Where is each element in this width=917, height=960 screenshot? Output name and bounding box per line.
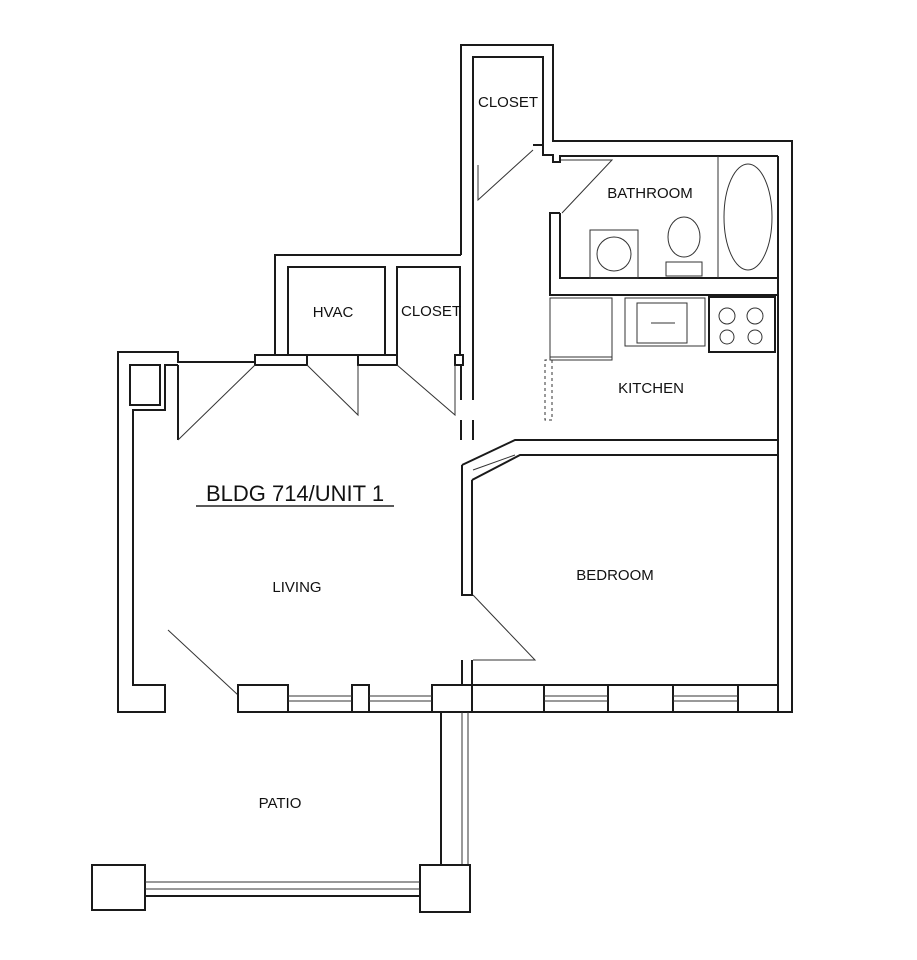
bathtub-icon (723, 163, 773, 271)
room-label-bathroom: BATHROOM (607, 185, 693, 202)
bathroom (533, 144, 778, 296)
bottom-wall-windows (237, 684, 792, 713)
partition-wall (461, 465, 473, 686)
toilet-icon (667, 216, 701, 258)
washer-icon (589, 229, 639, 279)
door-swings (167, 149, 614, 696)
room-label-bedroom: BEDROOM (576, 567, 654, 584)
patio (91, 712, 471, 913)
room-label-hvac: HVAC (313, 304, 354, 321)
room-label-closet-hall: CLOSET (401, 303, 461, 320)
refrigerator-icon (549, 297, 613, 361)
room-label-kitchen: KITCHEN (618, 380, 684, 397)
stove-icon (708, 296, 776, 353)
shaft (129, 364, 161, 406)
room-label-patio: PATIO (259, 795, 302, 812)
kitchen (461, 296, 778, 481)
room-label-closet-top: CLOSET (478, 94, 538, 111)
plan-title: BLDG 714/UNIT 1 (206, 481, 384, 506)
hvac-closet-walls (254, 266, 474, 440)
sink-icon (624, 297, 706, 347)
room-label-living: LIVING (272, 579, 321, 596)
